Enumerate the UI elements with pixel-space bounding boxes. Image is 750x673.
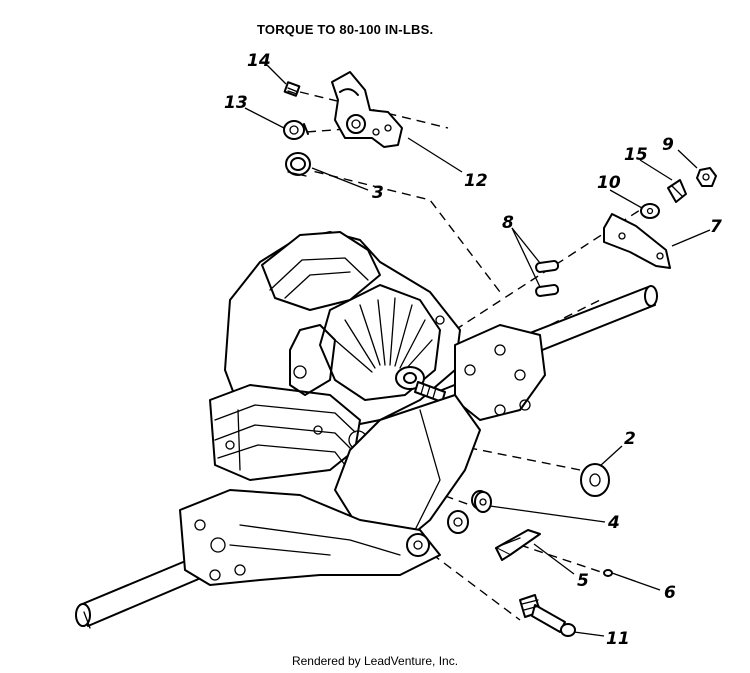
callout-4: 4 <box>607 513 620 533</box>
torque-note: TORQUE TO 80-100 IN-LBS. <box>257 22 434 37</box>
callout-11: 11 <box>606 629 630 649</box>
small-washer <box>474 491 492 513</box>
callout-9: 9 <box>662 135 674 155</box>
callout-8: 8 <box>502 213 514 233</box>
footer-credit: Rendered by LeadVenture, Inc. <box>291 654 459 668</box>
callout-7: 7 <box>710 217 722 237</box>
callout-12: 12 <box>464 171 488 191</box>
e-clip <box>603 569 613 577</box>
lock-plate <box>667 179 687 203</box>
hex-nut <box>696 167 717 187</box>
thrust-washer <box>580 463 610 497</box>
callout-5: 5 <box>577 571 589 591</box>
drain-fitting <box>519 594 576 637</box>
transaxle-housing <box>75 231 658 629</box>
roll-pins <box>535 260 560 297</box>
callout-3: 3 <box>372 183 384 203</box>
cooling-fan <box>334 297 433 373</box>
washer-13 <box>283 120 309 140</box>
callout-15: 15 <box>624 145 648 165</box>
mounting-bracket-7 <box>603 213 671 269</box>
callout-14: 14 <box>247 51 271 71</box>
callout-10: 10 <box>597 173 621 193</box>
flat-washer-10 <box>640 203 660 219</box>
callout-13: 13 <box>224 93 248 113</box>
leader-lines <box>244 62 711 637</box>
set-screw <box>283 81 301 97</box>
callout-6: 6 <box>664 583 676 603</box>
oil-seal <box>285 152 311 177</box>
callout-2: 2 <box>624 429 636 449</box>
shift-key-bracket <box>495 529 541 561</box>
callout-numbers: 14 13 12 3 15 9 10 7 8 2 4 5 6 11 <box>224 51 722 649</box>
shift-arm-bracket <box>331 71 403 148</box>
